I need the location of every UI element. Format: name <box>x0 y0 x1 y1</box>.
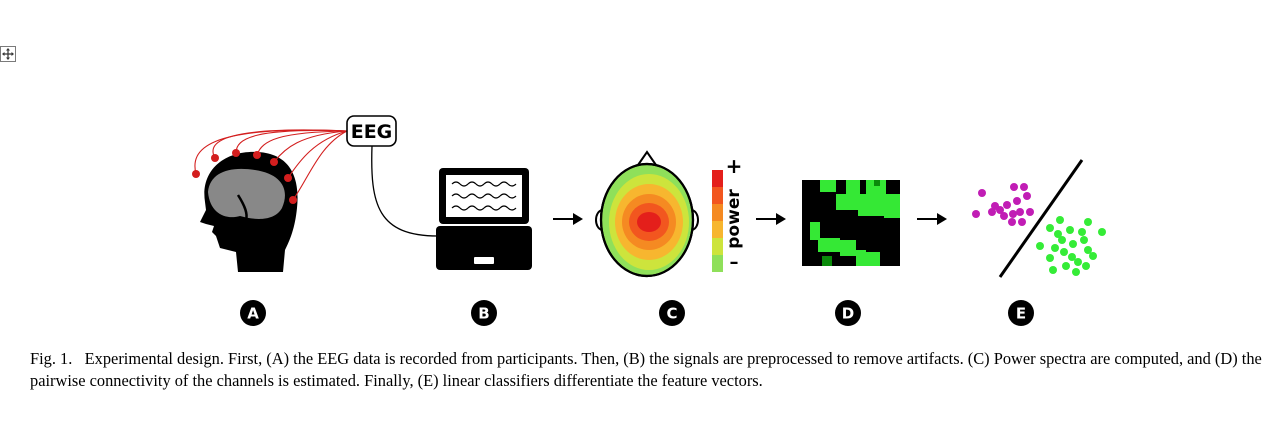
svg-text:B: B <box>478 305 489 323</box>
scatter-point-class-a <box>988 208 996 216</box>
panel-label-b: B <box>471 300 497 326</box>
scatter-point-class-b <box>1060 248 1068 256</box>
scatter-point-class-b <box>1084 218 1092 226</box>
colorbar-block <box>712 221 723 238</box>
scatter-point-class-b <box>1058 236 1066 244</box>
figure-caption: Fig. 1. Experimental design. First, (A) … <box>30 348 1270 392</box>
scatter-point-class-b <box>1068 253 1076 261</box>
head-icon <box>200 151 298 272</box>
matrix-cell <box>856 250 866 266</box>
colorbar-block <box>712 170 723 187</box>
scatter-point-class-a <box>972 210 980 218</box>
matrix-cell <box>846 180 860 194</box>
scatter-point-class-a <box>1018 218 1026 226</box>
colorbar-label: power <box>724 189 744 249</box>
colorbar-plus: + <box>726 154 743 178</box>
colorbar-block <box>712 255 723 272</box>
svg-text:D: D <box>842 305 854 323</box>
caption-label: Fig. 1. <box>30 349 73 368</box>
caption-text: Experimental design. First, (A) the EEG … <box>30 349 1262 390</box>
scatter-point-class-b <box>1078 228 1086 236</box>
scatter-point-class-a <box>1013 197 1021 205</box>
scatter-point-class-a <box>1009 210 1017 218</box>
matrix-cell <box>884 194 900 218</box>
connectivity-matrix-icon <box>802 180 900 266</box>
scatter-point-class-a <box>1023 192 1031 200</box>
scatter-point-class-b <box>1082 262 1090 270</box>
scatter-point-class-b <box>1084 246 1092 254</box>
scatter-point-class-b <box>1080 236 1088 244</box>
matrix-cell <box>810 222 820 240</box>
scatter-point-class-a <box>978 189 986 197</box>
scatter-point-class-a <box>1020 183 1028 191</box>
scatter-point-class-b <box>1049 266 1057 274</box>
scatter-point-class-b <box>1056 216 1064 224</box>
eeg-amplifier-box: EEG <box>346 115 397 147</box>
scatter-point-class-b <box>1069 240 1077 248</box>
electrode-wires <box>194 129 348 201</box>
scatter-plot-icon <box>972 159 1106 278</box>
scatter-point-class-a <box>1003 201 1011 209</box>
scatter-point-class-b <box>1089 252 1097 260</box>
scatter-point-class-a <box>1000 212 1008 220</box>
scatter-point-class-b <box>1098 228 1106 236</box>
scatter-point-class-b <box>1036 242 1044 250</box>
svg-text:E: E <box>1016 305 1026 323</box>
scatter-point-class-b <box>1054 230 1062 238</box>
panel-label-e: E <box>1008 300 1034 326</box>
matrix-cell <box>820 180 836 192</box>
electrodes <box>192 149 297 204</box>
laptop-icon <box>436 168 532 270</box>
scatter-point-class-b <box>1051 244 1059 252</box>
colorbar-block <box>712 238 723 255</box>
eeg-box-label: EEG <box>351 121 393 143</box>
scatter-point-class-b <box>1074 258 1082 266</box>
matrix-cell <box>822 256 832 266</box>
panel-label-d: D <box>835 300 861 326</box>
eeg-cable <box>371 145 439 237</box>
matrix-cell <box>840 240 856 256</box>
figure: EEG + – power <box>192 115 1106 326</box>
matrix-cell <box>874 180 880 186</box>
colorbar-block <box>712 187 723 204</box>
scalp-map-icon <box>595 150 699 278</box>
scatter-point-class-b <box>1062 262 1070 270</box>
colorbar-block <box>712 204 723 221</box>
matrix-cell <box>858 194 884 216</box>
matrix-cell <box>866 252 880 266</box>
matrix-cell <box>866 180 886 194</box>
heat-ring <box>637 212 661 232</box>
colorbar-minus: – <box>730 252 739 273</box>
svg-text:A: A <box>247 305 259 323</box>
matrix-cell <box>818 238 840 252</box>
svg-text:C: C <box>666 305 677 323</box>
scatter-point-class-b <box>1046 224 1054 232</box>
scatter-point-class-a <box>1010 183 1018 191</box>
arrow-right-icon <box>553 213 583 225</box>
scatter-point-class-a <box>1026 208 1034 216</box>
scatter-point-class-b <box>1046 254 1054 262</box>
arrow-right-icon <box>756 213 786 225</box>
panel-label-a: A <box>240 300 266 326</box>
scatter-point-class-a <box>991 202 999 210</box>
scatter-point-class-a <box>1016 208 1024 216</box>
arrow-right-icon <box>917 213 947 225</box>
matrix-cell <box>836 194 858 210</box>
scatter-point-class-b <box>1066 226 1074 234</box>
scatter-point-class-b <box>1072 268 1080 276</box>
power-colorbar: + – power <box>712 154 744 273</box>
move-handle-icon[interactable] <box>0 46 16 62</box>
scatter-point-class-a <box>1008 218 1016 226</box>
panel-label-c: C <box>659 300 685 326</box>
